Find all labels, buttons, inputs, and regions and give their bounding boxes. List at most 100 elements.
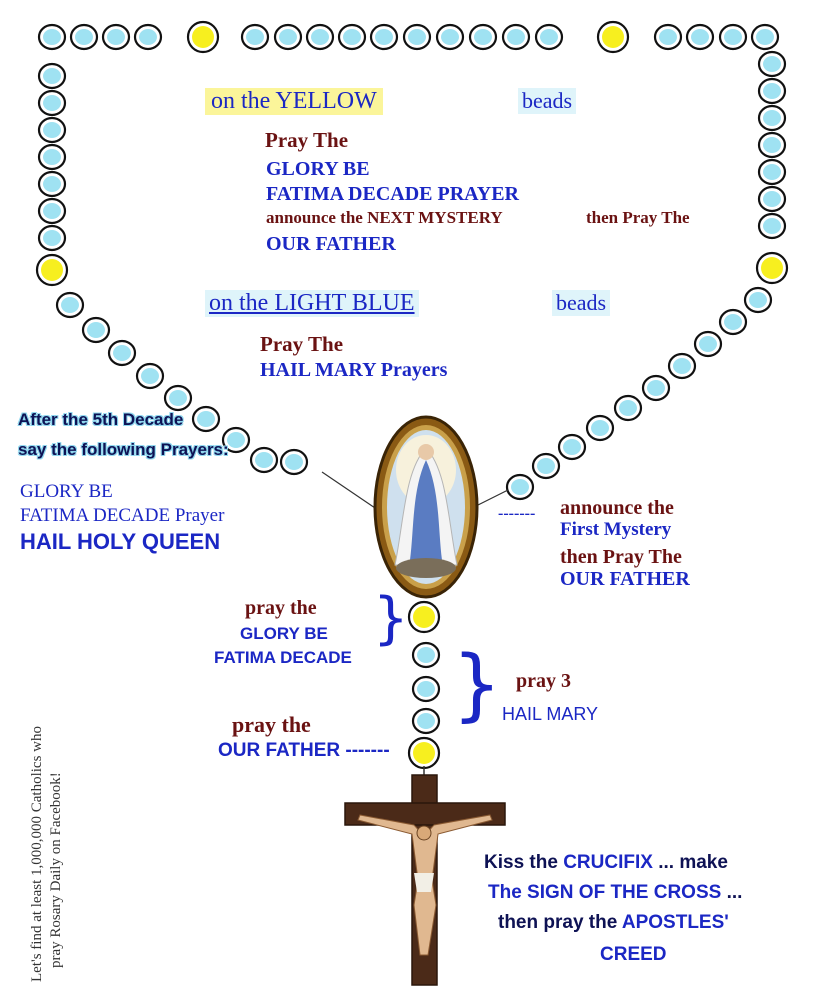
light-blue-bead-fill (255, 452, 273, 468)
yellow-bead-fill (602, 26, 624, 48)
yellow-bead-fill (41, 259, 63, 281)
light-blue-bead-fill (647, 380, 665, 396)
light-blue-bead-fill (763, 110, 781, 126)
light-blue-bead-fill (43, 68, 61, 84)
side-note: Let's find at least 1,000,000 Catholics … (29, 726, 64, 982)
light-blue-bead-fill (540, 29, 558, 45)
light-blue-bead-fill (246, 29, 264, 45)
blue-pray-the: Pray The (260, 332, 344, 356)
light-blue-bead-fill (619, 400, 637, 416)
after-decade-fatima-prayer: FATIMA DECADE Prayer (20, 505, 225, 526)
light-blue-bead-fill (43, 149, 61, 165)
crucifix-line-3: then pray the APOSTLES' (498, 912, 729, 933)
yellow-announce-next-mystery: announce the NEXT MYSTERY (266, 208, 503, 227)
light-blue-bead-fill (43, 95, 61, 111)
light-blue-bead-fill (43, 29, 61, 45)
virgin-mary-mantle (410, 460, 442, 560)
yellow-bead-fill (761, 257, 783, 279)
after-decade-heading-1: After the 5th Decade (18, 410, 184, 429)
glory-step-brace: } (373, 586, 409, 651)
yellow-then-pray-the: then Pray The (586, 208, 690, 227)
light-blue-bead-fill (763, 218, 781, 234)
light-blue-bead-fill (375, 29, 393, 45)
light-blue-bead-fill (763, 191, 781, 207)
blue-hail-mary-prayers: HAIL MARY Prayers (260, 359, 448, 381)
light-blue-bead-fill (724, 29, 742, 45)
light-blue-bead-fill (763, 137, 781, 153)
light-blue-bead-fill (763, 56, 781, 72)
light-blue-bead-fill (311, 29, 329, 45)
light-blue-bead-fill (724, 314, 742, 330)
light-blue-bead-fill (343, 29, 361, 45)
our-father-label: OUR FATHER ------- (218, 740, 390, 761)
light-blue-bead-fill (699, 336, 717, 352)
light-blue-bead-fill (139, 29, 157, 45)
light-blue-bead-fill (285, 454, 303, 470)
light-blue-bead-fill (756, 29, 774, 45)
light-blue-bead-fill (511, 479, 529, 495)
after-decade-hail-holy-queen: HAIL HOLY QUEEN (20, 529, 221, 554)
light-blue-bead-fill (61, 297, 79, 313)
christ-head (416, 825, 432, 841)
chain-left (321, 471, 379, 511)
hail-mary-brace: } (452, 640, 502, 730)
glory-step-glory-be: GLORY BE (240, 624, 328, 643)
christ-loincloth (414, 873, 434, 892)
light-blue-bead-fill (537, 458, 555, 474)
light-blue-bead-fill (43, 176, 61, 192)
yellow-fatima-prayer: FATIMA DECADE PRAYER (266, 183, 519, 205)
yellow-glory-be: GLORY BE (266, 158, 370, 180)
light-blue-bead-fill (763, 164, 781, 180)
hail-mary-label: HAIL MARY (502, 704, 599, 724)
yellow-beads-label: on the YELLOW (205, 88, 383, 115)
light-blue-beads-label: on the LIGHT BLUE (205, 290, 419, 317)
glory-step-pray-the: pray the (245, 597, 317, 619)
yellow-bead-fill (192, 26, 214, 48)
light-blue-bead-fill (591, 420, 609, 436)
light-blue-bead-fill (107, 29, 125, 45)
light-blue-bead-fill (417, 681, 435, 697)
after-decade-heading-2: say the following Prayers: (18, 440, 229, 459)
chain-right (477, 489, 509, 506)
light-blue-bead-fill (417, 647, 435, 663)
crucifix-line-1: Kiss the CRUCIFIX ... make (484, 852, 728, 873)
glory-step-fatima-decade: FATIMA DECADE (214, 648, 352, 667)
first-mystery: First Mystery (560, 519, 672, 540)
light-blue-bead-fill (43, 230, 61, 246)
yellow-bead-fill (413, 606, 435, 628)
crucifix-line-4: CREED (600, 944, 667, 965)
light-blue-bead-fill (408, 29, 426, 45)
light-blue-bead-fill (75, 29, 93, 45)
hail-mary-pray-3: pray 3 (516, 670, 571, 692)
light-blue-bead-fill (659, 29, 677, 45)
light-blue-bead-fill (563, 439, 581, 455)
after-decade-glory-be: GLORY BE (20, 481, 113, 502)
first-mystery-dashes: ------- (498, 505, 536, 522)
light-blue-bead-fill (43, 122, 61, 138)
light-blue-bead-fill (691, 29, 709, 45)
our-father-pray-the: pray the (232, 712, 311, 737)
yellow-our-father: OUR FATHER (266, 233, 396, 255)
light-blue-bead-fill (673, 358, 691, 374)
light-blue-bead-fill (749, 292, 767, 308)
announce-the: announce the (560, 497, 674, 519)
light-blue-bead-fill (507, 29, 525, 45)
light-blue-bead-fill (43, 203, 61, 219)
light-blue-bead-fill (169, 390, 187, 406)
crucifix-line-2: The SIGN OF THE CROSS ... (488, 882, 743, 903)
light-blue-bead-fill (227, 432, 245, 448)
light-blue-bead-fill (441, 29, 459, 45)
light-blue-bead-fill (474, 29, 492, 45)
light-blue-bead-fill (417, 713, 435, 729)
light-blue-bead-fill (141, 368, 159, 384)
yellow-beads-label-tail: beads (518, 88, 577, 114)
first-mystery-our-father: OUR FATHER (560, 568, 690, 590)
light-blue-bead-fill (113, 345, 131, 361)
virgin-mary-head (418, 444, 434, 460)
light-blue-beads-label-tail: beads (552, 290, 611, 316)
light-blue-bead-fill (763, 83, 781, 99)
light-blue-bead-fill (279, 29, 297, 45)
yellow-bead-fill (413, 742, 435, 764)
first-mystery-then-pray: then Pray The (560, 546, 682, 568)
